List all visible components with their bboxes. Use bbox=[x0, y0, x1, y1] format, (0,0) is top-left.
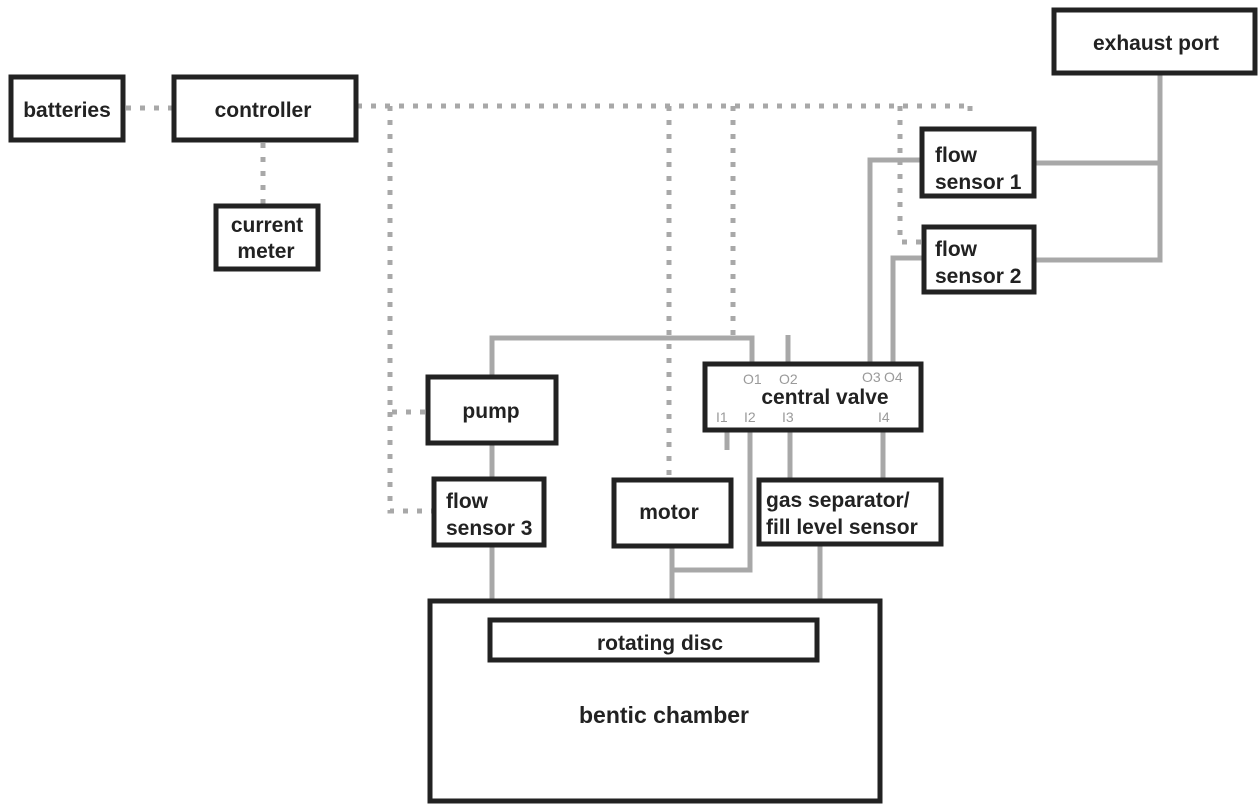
controller-box: controller bbox=[171, 74, 359, 143]
port-i4-label: I4 bbox=[878, 409, 890, 425]
flow-sensor-1-label-line-2: sensor 1 bbox=[935, 171, 1022, 194]
port-o4-label: O4 bbox=[884, 369, 903, 385]
port-i1-label: I1 bbox=[716, 409, 728, 425]
port-i3-label: I3 bbox=[782, 409, 794, 425]
pipe-o4-flow-sensor-2 bbox=[890, 255, 924, 364]
current-meter-box: current meter bbox=[213, 203, 321, 272]
batteries-label: batteries bbox=[23, 99, 111, 122]
flow-sensor-1-label-line-1: flow bbox=[935, 144, 978, 167]
pipe-o1-pump bbox=[489, 335, 755, 377]
flow-sensor-3-label-line-2: sensor 3 bbox=[446, 517, 532, 540]
port-o2-label: O2 bbox=[779, 371, 798, 387]
flow-sensor-3-label-line-1: flow bbox=[446, 490, 489, 513]
pipe-exhaust-junction bbox=[1034, 73, 1163, 263]
port-i2-label: I2 bbox=[744, 409, 756, 425]
rotating-disc-label: rotating disc bbox=[597, 632, 723, 655]
wire-bus-flow-sensor-2 bbox=[897, 160, 922, 245]
motor-label: motor bbox=[639, 501, 699, 524]
flow-sensor-1-box: flow sensor 1 bbox=[919, 126, 1037, 199]
current-meter-label-line-1: current bbox=[231, 214, 303, 237]
central-valve-label: central valve bbox=[761, 386, 888, 409]
exhaust-port-box: exhaust port bbox=[1051, 7, 1258, 76]
motor-box: motor bbox=[611, 477, 734, 549]
bentic-chamber-label: bentic chamber bbox=[579, 702, 749, 728]
flow-sensor-2-label-line-1: flow bbox=[935, 238, 978, 261]
central-valve-box: central valve O1 O2 O3 O4 I1 I2 I3 I4 bbox=[702, 361, 924, 433]
flow-sensor-2-box: flow sensor 2 bbox=[921, 224, 1037, 295]
batteries-box: batteries bbox=[8, 74, 126, 143]
flow-sensor-3-box: flow sensor 3 bbox=[431, 476, 547, 548]
wire-bus-flow-sensor-1 bbox=[897, 106, 922, 163]
pump-label: pump bbox=[462, 400, 519, 423]
wire-controller-pump bbox=[387, 106, 428, 415]
port-o1-label: O1 bbox=[743, 371, 762, 387]
gas-separator-box: gas separator/ fill level sensor bbox=[756, 477, 944, 547]
flow-sensor-2-label-line-2: sensor 2 bbox=[935, 265, 1021, 288]
rotating-disc-box: rotating disc bbox=[487, 617, 820, 663]
gas-separator-label-line-1: gas separator/ bbox=[766, 489, 910, 512]
current-meter-label-line-2: meter bbox=[237, 240, 294, 263]
pump-box: pump bbox=[425, 374, 559, 446]
pipe-o3-flow-sensor-1 bbox=[867, 157, 922, 364]
gas-separator-label-line-2: fill level sensor bbox=[766, 516, 918, 539]
signal-wires bbox=[126, 103, 973, 514]
wire-controller-flow-sensor-3 bbox=[387, 412, 434, 514]
port-o3-label: O3 bbox=[862, 369, 881, 385]
pipe-i2-chamber bbox=[672, 430, 753, 573]
wire-controller-central-valve bbox=[730, 106, 750, 341]
exhaust-port-label: exhaust port bbox=[1093, 32, 1219, 55]
controller-label: controller bbox=[215, 99, 312, 122]
